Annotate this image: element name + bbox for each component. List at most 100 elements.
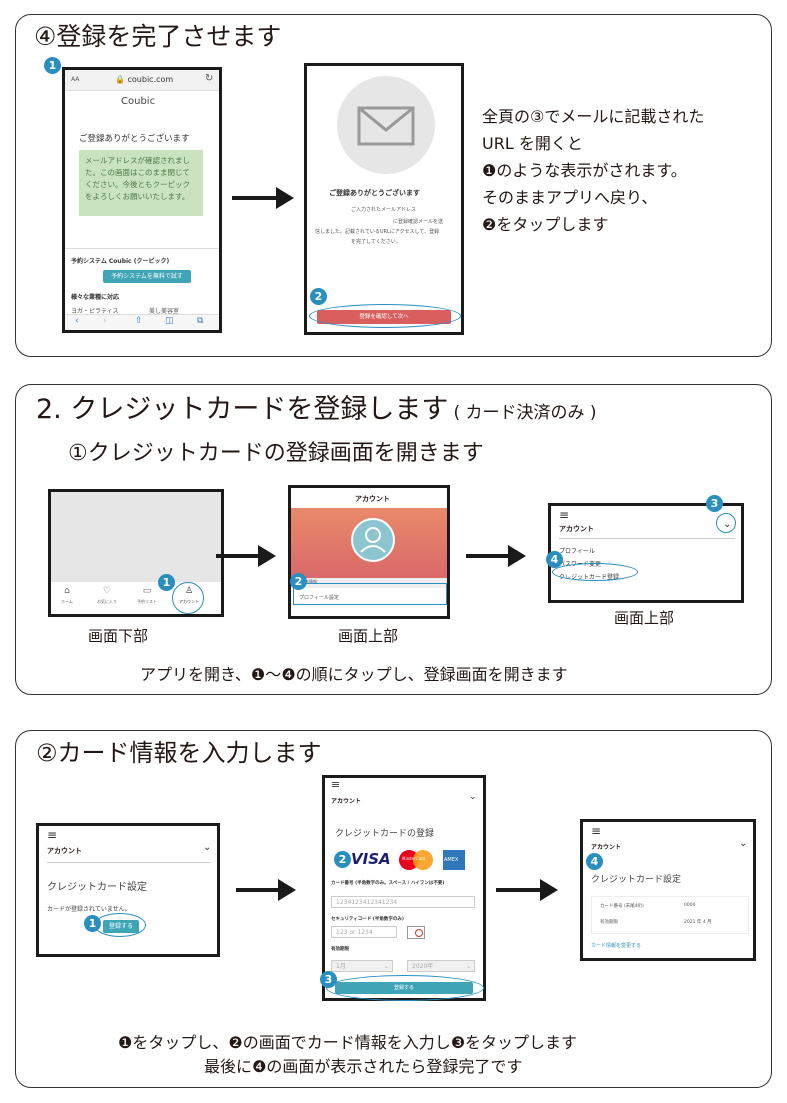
chevron-down-icon[interactable]: ⌄ bbox=[203, 842, 212, 853]
account-menu-title: アカウント bbox=[559, 525, 594, 533]
browser-bar: AA 🔒 coubic.com ↻ bbox=[65, 70, 219, 91]
tap-highlight-box bbox=[293, 583, 447, 605]
bookmarks-icon[interactable]: ◫ bbox=[165, 316, 174, 326]
thanks-heading: ご登録ありがとうございます bbox=[79, 134, 190, 144]
section2-subtitle: ①クレジットカードの登録画面を開きます bbox=[68, 441, 484, 466]
nav-home[interactable]: ⌂ホーム bbox=[61, 586, 73, 604]
s1-no-card-note: カードが登録されていません。 bbox=[47, 906, 131, 913]
desc-line-1: 全頁の③でメールに記載された bbox=[482, 107, 705, 126]
arrow-right-icon bbox=[216, 545, 276, 567]
profile-settings-item[interactable]: プロフィール設定 bbox=[299, 595, 339, 601]
arrow-right-icon bbox=[232, 187, 294, 209]
change-card-link[interactable]: カード情報を変更する bbox=[591, 943, 642, 949]
app-thanks-heading: ご登録ありがとうございます bbox=[329, 189, 420, 197]
nav-reservations[interactable]: ▭予約リスト bbox=[137, 586, 157, 604]
amex-logo: AMEX bbox=[443, 850, 465, 870]
tap-highlight-ring bbox=[716, 513, 736, 533]
tap-highlight-ring bbox=[309, 304, 461, 328]
arrow-right-icon bbox=[236, 879, 296, 901]
browser-toolbar: ‹ › ⇧ ◫ ⧉ bbox=[65, 314, 219, 330]
screen-blank-area bbox=[51, 492, 221, 582]
hamburger-icon[interactable]: ≡ bbox=[47, 828, 58, 842]
cvc-input[interactable]: 123 or 1234 bbox=[331, 926, 397, 938]
badge-4: 4 bbox=[586, 853, 603, 870]
divider bbox=[47, 862, 211, 863]
expiry-label: 有効期限 bbox=[331, 947, 349, 952]
app-thanks-line2: に登録確認メールを送 bbox=[393, 219, 444, 225]
desc-line-3: ❶のような表示がされます。 bbox=[482, 161, 687, 180]
forward-icon[interactable]: › bbox=[103, 316, 107, 326]
hamburger-icon[interactable]: ≡ bbox=[331, 778, 341, 791]
visa-logo: VISA bbox=[351, 850, 391, 868]
expiry-year-select[interactable]: 2020年⌄ bbox=[407, 960, 475, 972]
section2-title-note: ( カード決済のみ ) bbox=[453, 403, 597, 423]
expiry-row-label: 有効期限 bbox=[600, 920, 618, 925]
chevron-down-icon[interactable]: ⌄ bbox=[739, 838, 748, 849]
section-register-credit-card: 2. クレジットカードを登録します ( カード決済のみ ) ①クレジットカードの… bbox=[15, 384, 772, 695]
section2-footer: アプリを開き、❶〜❹の順にタップし、登録画面を開きます bbox=[140, 665, 568, 684]
s2-title: クレジットカードの登録 bbox=[335, 829, 435, 839]
badge-3: 3 bbox=[706, 495, 723, 512]
user-icon bbox=[360, 527, 386, 553]
tap-highlight-ring bbox=[94, 913, 146, 937]
phone-screenshot-confirmation: AA 🔒 coubic.com ↻ Coubic ご登録ありがとうございます メ… bbox=[62, 67, 222, 333]
expiry-row-value: 2021 年 4 月 bbox=[684, 920, 712, 925]
divider bbox=[65, 248, 219, 249]
nav-favorites[interactable]: ♡お気に入り bbox=[97, 586, 117, 604]
industries-label: 様々な業種に対応 bbox=[71, 294, 120, 301]
card-number-input[interactable]: 1234123412341234 bbox=[331, 896, 475, 908]
card-number-label: カード番号 (半角数字のみ。スペース / ハイフンは不要) bbox=[331, 881, 445, 886]
badge-2: 2 bbox=[310, 288, 327, 305]
try-system-button[interactable]: 予約システムを無料で試す bbox=[103, 270, 191, 283]
basic-info-label: 基本情報 bbox=[301, 579, 317, 584]
arrow-right-icon bbox=[496, 879, 558, 901]
mail-icon-circle bbox=[337, 76, 435, 174]
browser-url[interactable]: 🔒 coubic.com bbox=[115, 75, 174, 84]
s3-title: クレジットカード設定 bbox=[591, 875, 682, 885]
mastercard-logo: MasterCard bbox=[399, 850, 433, 870]
s1-account-header: アカウント bbox=[47, 847, 82, 855]
card-number-row-value: 0000 bbox=[684, 903, 696, 908]
industry-item-yoga: ヨガ・ピラティス bbox=[71, 308, 119, 315]
menu-profile[interactable]: プロフィール bbox=[559, 548, 595, 555]
app-thanks-line3: 信しました。記載されているURLにアクセスして、登録 bbox=[315, 229, 440, 235]
caption-screen-bottom: 画面下部 bbox=[88, 627, 149, 645]
hamburger-icon[interactable]: ≡ bbox=[591, 824, 602, 838]
cvc-card-icon bbox=[407, 926, 425, 939]
s2-account-header: アカウント bbox=[331, 798, 362, 805]
badge-1: 1 bbox=[44, 57, 61, 74]
share-icon[interactable]: ⇧ bbox=[135, 316, 143, 326]
badge-2: 2 bbox=[334, 851, 351, 868]
confirmation-box: メールアドレスが確認されました。この画面はこのまま閉じてください。今後ともクーピ… bbox=[79, 150, 203, 216]
section2-title: 2. クレジットカードを登録します ( カード決済のみ ) bbox=[36, 387, 597, 426]
industry-item-salon: 美し美容室 bbox=[149, 308, 180, 315]
avatar bbox=[351, 518, 395, 562]
screen-card-settings-registered: ≡ アカウント ⌄ クレジットカード設定 カード番号 (末尾4桁) 0000 有… bbox=[580, 819, 756, 961]
chevron-down-icon[interactable]: ⌄ bbox=[469, 792, 477, 802]
section-complete-registration: ④登録を完了させます AA 🔒 coubic.com ↻ Coubic ご登録あ… bbox=[15, 14, 772, 357]
badge-4: 4 bbox=[546, 551, 563, 568]
phone-screenshot-app-thanks: ご登録ありがとうございます ご入力されたメールアドレス に登録確認メールを送 信… bbox=[304, 63, 464, 335]
cvc-label: セキュリティコード (半角数字のみ) bbox=[331, 917, 404, 922]
section3-footer-line1: ❶をタップし、❷の画面でカード情報を入力し❸をタップします bbox=[118, 1033, 578, 1052]
tap-highlight-ring bbox=[172, 582, 204, 614]
card-number-row-label: カード番号 (末尾4桁) bbox=[600, 904, 644, 909]
section-input-card-info: ②カード情報を入力します ≡ アカウント ⌄ クレジットカード設定 カードが登録… bbox=[15, 730, 772, 1088]
s1-title: クレジットカード設定 bbox=[47, 882, 147, 893]
badge-1: 1 bbox=[158, 574, 175, 591]
section3-title: ②カード情報を入力します bbox=[36, 739, 322, 767]
expiry-month-select[interactable]: 1月⌄ bbox=[331, 960, 393, 972]
desc-line-2: URL を開くと bbox=[482, 134, 583, 153]
reload-icon[interactable]: ↻ bbox=[205, 73, 214, 84]
back-icon[interactable]: ‹ bbox=[75, 316, 79, 326]
app-thanks-line4: を完了してください。 bbox=[351, 239, 401, 245]
hamburger-icon[interactable]: ≡ bbox=[559, 508, 570, 522]
account-header: アカウント bbox=[355, 495, 390, 503]
tap-highlight-ring bbox=[552, 563, 638, 581]
tabs-icon[interactable]: ⧉ bbox=[197, 316, 204, 326]
system-label: 予約システム Coubic (クービック) bbox=[71, 258, 170, 265]
screen-account-menu: ≡ アカウント ⌄ プロフィール パスワード変更 クレジットカード登録 bbox=[548, 503, 744, 603]
badge-2: 2 bbox=[290, 573, 307, 590]
text-size-button[interactable]: AA bbox=[71, 76, 80, 83]
screen-account-top: アカウント 基本情報 プロフィール設定 bbox=[288, 485, 450, 619]
